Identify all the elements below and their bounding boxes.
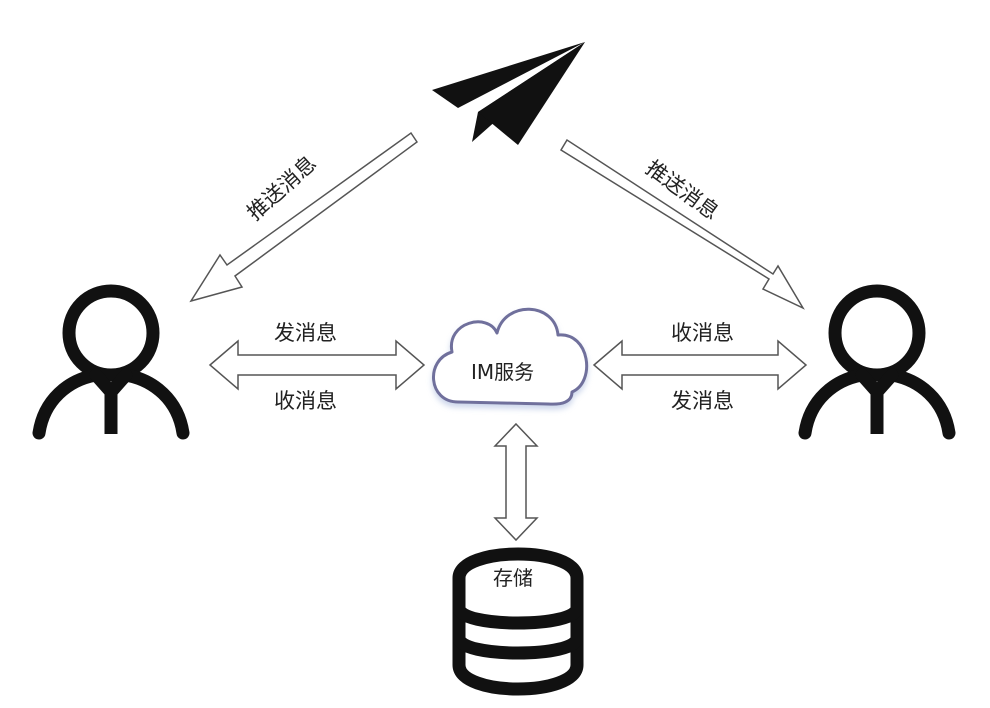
paper-plane-icon <box>432 42 585 145</box>
push-arrow-right <box>559 138 805 310</box>
right-send-label: 发消息 <box>671 389 734 413</box>
user-right-icon <box>798 284 956 440</box>
user-left-icon <box>32 284 190 440</box>
im-service-label: IM服务 <box>471 360 535 384</box>
storage-label: 存储 <box>493 566 533 590</box>
push-arrow-left <box>189 131 419 303</box>
right-receive-label: 收消息 <box>671 321 734 345</box>
database-icon <box>452 547 584 696</box>
cloud-icon <box>432 307 589 406</box>
left-bidirectional-arrow <box>208 339 426 391</box>
storage-bidirectional-arrow <box>493 422 539 542</box>
left-receive-label: 收消息 <box>274 389 337 413</box>
left-send-label: 发消息 <box>274 321 337 345</box>
right-bidirectional-arrow <box>592 339 808 391</box>
